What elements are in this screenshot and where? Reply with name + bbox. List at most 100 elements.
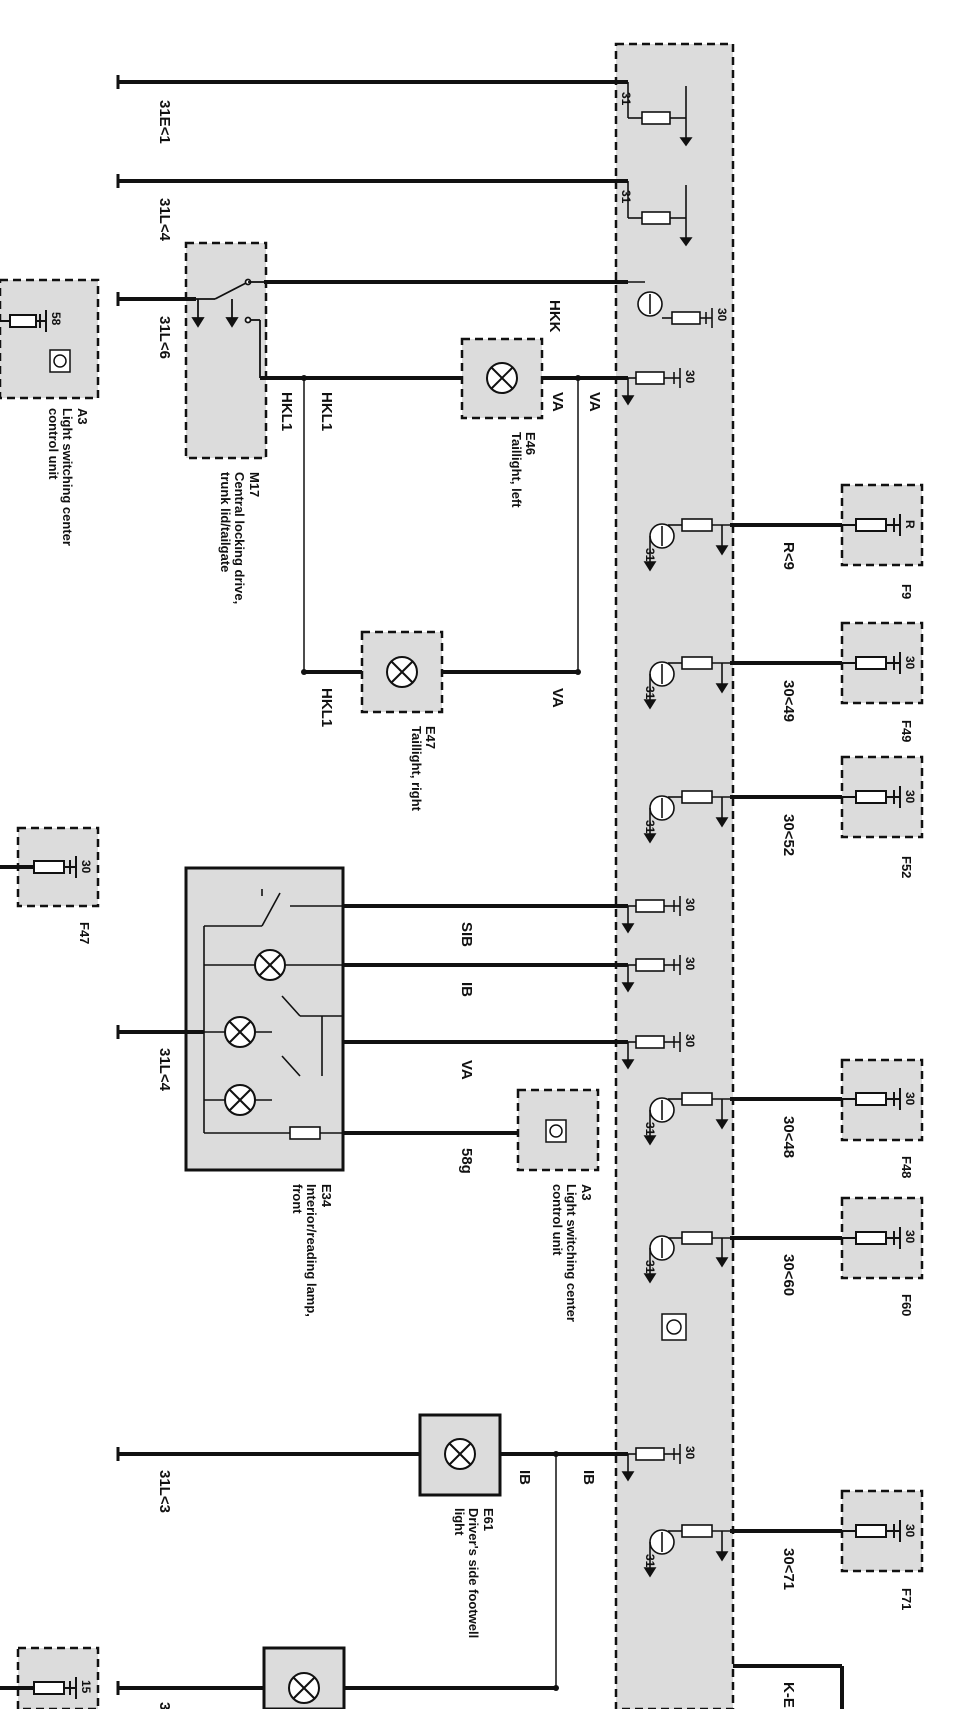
wire-label-48: 30<48 [780, 1116, 797, 1158]
pin-label-31-a: 31 [619, 92, 633, 106]
wire-label-31l4: 31L<4 [156, 198, 173, 242]
wire-31l4 [116, 174, 628, 188]
f15-fuse-icon [0, 1677, 77, 1699]
pin-label-31-52: 31 [643, 820, 657, 834]
wire-label-hkl1-c: HKL1 [318, 688, 335, 727]
e34-lamp-2-icon [224, 1016, 256, 1048]
internal-resistor-va-1 [621, 368, 681, 406]
wire-label-31l6: 31L<6 [156, 316, 173, 359]
f60-pin: 30 [903, 1230, 917, 1244]
a3-mid-name-2: control unit [550, 1184, 565, 1256]
wire-label-ib-3: IB [580, 1470, 597, 1485]
internal-resistor-ib [621, 955, 681, 993]
wire-label-ke: K-E [780, 1682, 797, 1708]
pin-label-31-71: 31 [643, 1554, 657, 1568]
f15-box [16, 1646, 100, 1709]
a3-top-cu-icon [49, 349, 71, 373]
wire-31l3 [116, 1447, 420, 1461]
wire-label-31e1: 31E<1 [156, 100, 173, 144]
f52-fuse-icon [842, 786, 901, 808]
wire-label-r9: R<9 [780, 542, 797, 570]
internal-transistor-52 [643, 790, 730, 844]
e34-lamp-1-icon [254, 949, 286, 981]
pin-label-30-ib: 30 [683, 957, 697, 971]
pin-label-31-48: 31 [643, 1122, 657, 1136]
internal-resistor-sib [621, 896, 681, 934]
wire-label-sib: SIB [458, 922, 475, 947]
a3-top-name-1: Light switching center [60, 408, 75, 546]
e46-id: E46 [523, 432, 538, 455]
m17-switch-contacts [191, 278, 264, 378]
f47-pin: 30 [79, 860, 93, 874]
wire-31l6 [116, 292, 196, 306]
f49-pin: 30 [903, 656, 917, 670]
pin-label-30-ib-2: 30 [683, 1446, 697, 1460]
f9-pin: R [903, 520, 917, 529]
f52-pin: 30 [903, 790, 917, 804]
f60-id: F60 [899, 1294, 914, 1316]
f9-id: F9 [899, 584, 914, 599]
control-unit-icon [661, 1313, 687, 1341]
a3-mid-cu-icon [545, 1119, 567, 1143]
m17-name-2: trunk lid/tailgate [218, 472, 233, 572]
a3-top-box [0, 278, 100, 400]
wire-31l4-e34 [116, 1025, 204, 1039]
wire-label-hkl1-b: HKL1 [318, 392, 335, 431]
f48-fuse-icon [842, 1088, 901, 1110]
f47-fuse-icon [0, 856, 77, 878]
a3-mid-id: A3 [579, 1184, 594, 1201]
a3-top-connector [0, 310, 47, 332]
wire-bottom-ground [116, 1681, 264, 1695]
e61-lamp-icon [444, 1438, 476, 1470]
pin-label-30-va-2: 30 [683, 1034, 697, 1048]
wire-label-31l3: 31L<3 [156, 1470, 173, 1513]
e34-lamp-3-icon [224, 1084, 256, 1116]
f48-pin: 30 [903, 1092, 917, 1106]
wire-label-va-3: VA [549, 688, 566, 708]
e46-name: Taillight, left [509, 432, 524, 508]
f47-id: F47 [77, 922, 92, 944]
e34-name-2: front [290, 1184, 305, 1214]
e34-name-1: Interior/reading lamp, [304, 1184, 319, 1317]
a3-top-pin: 58 [49, 312, 63, 326]
f71-pin: 30 [903, 1524, 917, 1538]
m17-box [184, 241, 268, 460]
f71-fuse-icon [842, 1520, 901, 1542]
internal-transistor-71 [643, 1524, 730, 1578]
f52-id: F52 [899, 856, 914, 878]
wire-label-49: 30<49 [780, 680, 797, 722]
pin-label-31-60: 31 [643, 1260, 657, 1274]
e47-id: E47 [423, 726, 438, 749]
internal-transistor-hkk [628, 281, 713, 328]
wire-label-va-4: VA [458, 1060, 475, 1080]
wire-label-31l4-b: 31L<4 [156, 1048, 173, 1092]
a3-top-name-2: control unit [46, 408, 61, 480]
f9-fuse-icon [842, 514, 901, 536]
internal-resistor-31-a [627, 82, 693, 147]
pin-label-31-r9: 31 [643, 548, 657, 562]
m17-id: M17 [247, 472, 262, 497]
f48-id: F48 [899, 1156, 914, 1178]
a3-mid-name-1: Light switching center [564, 1184, 579, 1322]
e61-name-2: light [452, 1508, 467, 1536]
e47-lamp-icon [386, 656, 418, 688]
pin-label-30-va: 30 [683, 370, 697, 384]
f60-fuse-icon [842, 1227, 901, 1249]
pin-label-30-hkk: 30 [715, 308, 729, 322]
f49-id: F49 [899, 720, 914, 742]
wire-label-ib-2: IB [516, 1470, 533, 1485]
wire-31e1 [116, 75, 628, 89]
a3-top-id: A3 [75, 408, 90, 425]
internal-resistor-ib-2 [621, 1444, 681, 1482]
e34-internal-wiring [203, 889, 343, 1140]
e34-id: E34 [319, 1184, 334, 1208]
f49-fuse-icon [842, 652, 901, 674]
internal-resistor-31-b [627, 181, 693, 247]
wire-label-va-1: VA [549, 392, 566, 412]
m17-name-1: Central locking drive, [232, 472, 247, 604]
e34-box [184, 866, 345, 1172]
e61-name-1: Driver's side footwell [466, 1508, 481, 1638]
wire-label-58g: 58g [458, 1148, 475, 1174]
wire-label-ib: IB [458, 982, 475, 997]
